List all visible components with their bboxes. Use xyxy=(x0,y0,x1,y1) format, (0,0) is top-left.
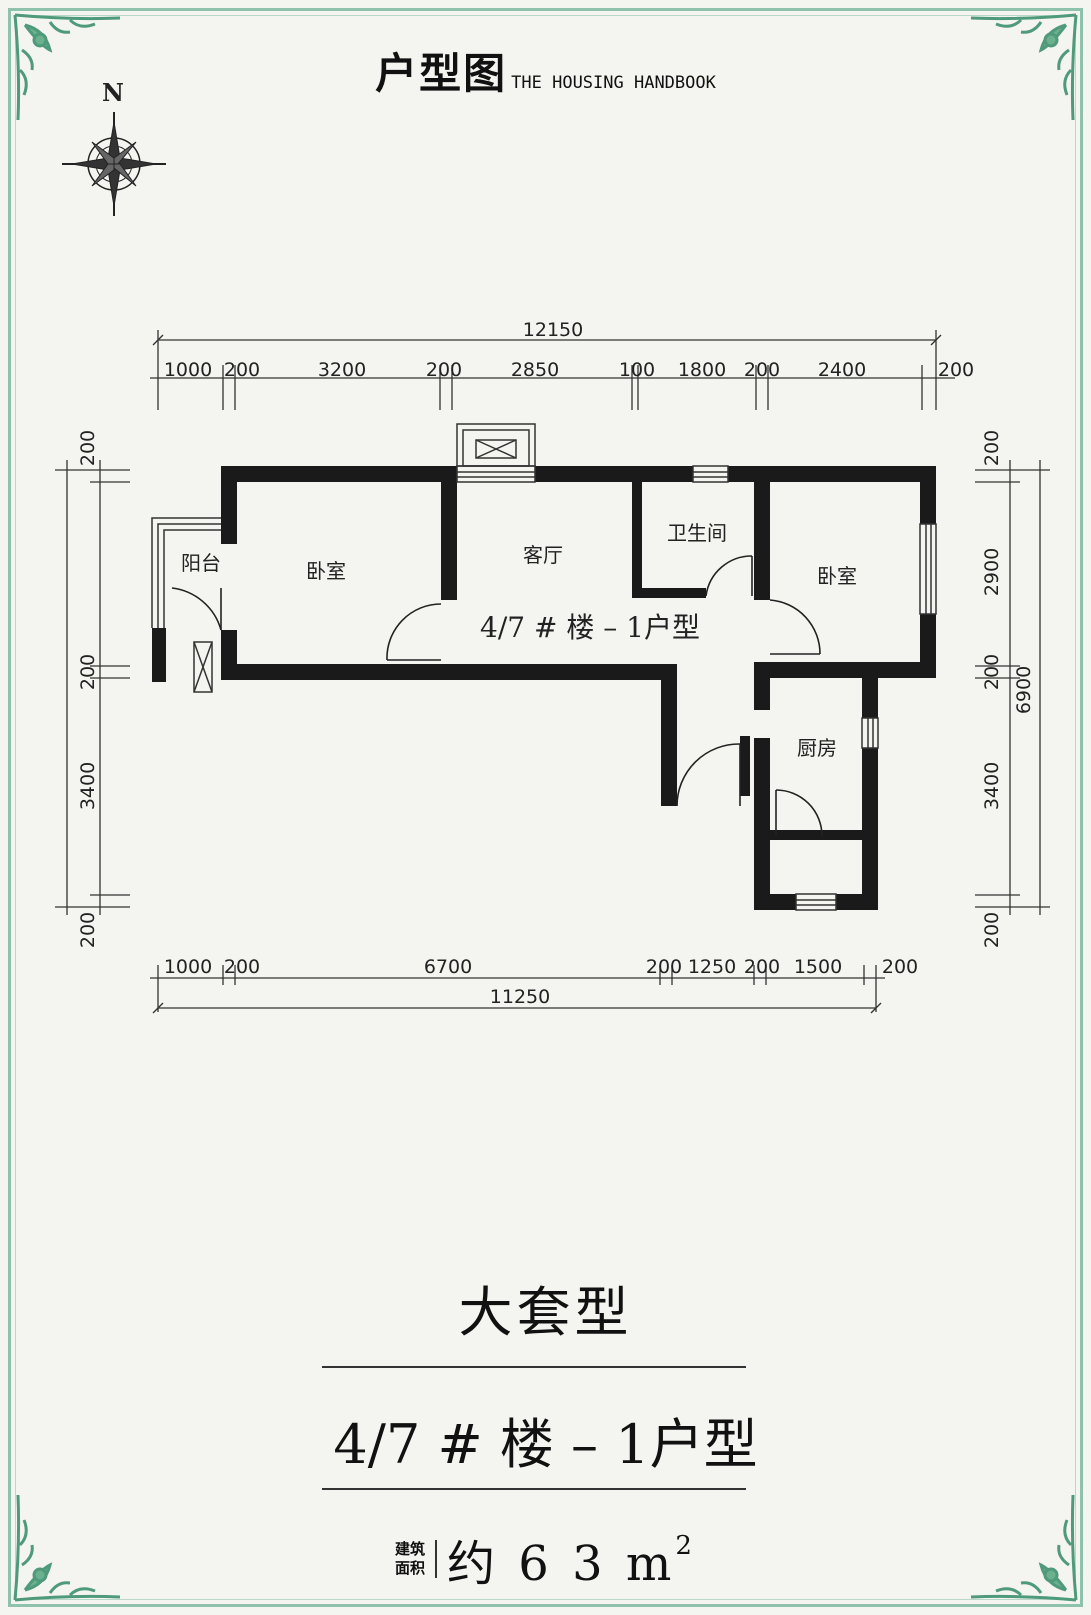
dim-bottom-total: 11250 xyxy=(490,986,550,1008)
divider-bottom xyxy=(322,1488,746,1490)
room-label-bedroom-left: 卧室 xyxy=(306,559,346,583)
area-number: 约 6 3 m xyxy=(447,1536,676,1592)
svg-text:1800: 1800 xyxy=(678,359,726,381)
walls xyxy=(152,466,936,910)
svg-text:200: 200 xyxy=(938,359,974,381)
corner-ornament-top-right xyxy=(970,13,1078,121)
compass-north-label: N xyxy=(102,78,124,107)
svg-text:1250: 1250 xyxy=(688,956,736,978)
corner-ornament-top-left xyxy=(13,13,121,121)
svg-text:3200: 3200 xyxy=(318,359,366,381)
room-label-living-room: 客厅 xyxy=(523,543,563,567)
svg-text:2900: 2900 xyxy=(981,548,1003,596)
corner-ornament-bottom-left xyxy=(13,1494,121,1602)
page-header: 户型图 THE HOUSING HANDBOOK xyxy=(0,40,1091,101)
dim-top-segments: 1000 200 3200 200 2850 100 1800 200 2400… xyxy=(164,359,974,381)
corner-ornament-bottom-right xyxy=(970,1494,1078,1602)
inner-frame xyxy=(15,15,1076,1600)
unit-subtitle: 4/7 # 楼 – 1户型 xyxy=(333,1413,758,1476)
svg-text:200: 200 xyxy=(77,430,99,466)
unit-type-title: 大套型 xyxy=(458,1281,633,1344)
divider-top xyxy=(322,1366,746,1368)
svg-text:200: 200 xyxy=(224,956,260,978)
svg-text:6700: 6700 xyxy=(424,956,472,978)
svg-text:3400: 3400 xyxy=(981,762,1003,810)
dim-right-total: 6900 xyxy=(1013,666,1035,714)
compass-rose-icon xyxy=(62,112,166,216)
svg-text:2850: 2850 xyxy=(511,359,559,381)
svg-text:2400: 2400 xyxy=(818,359,866,381)
svg-text:200: 200 xyxy=(981,654,1003,690)
windows xyxy=(151,423,937,911)
svg-text:200: 200 xyxy=(882,956,918,978)
svg-text:200: 200 xyxy=(646,956,682,978)
svg-text:200: 200 xyxy=(981,912,1003,948)
area-label-line2: 面积 xyxy=(395,1559,426,1577)
room-label-balcony: 阳台 xyxy=(181,551,221,575)
dimension-lines xyxy=(55,330,1050,1014)
room-label-bathroom: 卫生间 xyxy=(667,521,727,545)
dim-bottom-segments: 1000 200 6700 200 1250 200 1500 200 xyxy=(164,956,918,978)
svg-text:1000: 1000 xyxy=(164,956,212,978)
area-label: 建筑 面积 xyxy=(395,1540,438,1578)
svg-text:1000: 1000 xyxy=(164,359,212,381)
svg-text:1500: 1500 xyxy=(794,956,842,978)
room-label-kitchen: 厨房 xyxy=(797,736,837,760)
dim-top-total: 12150 xyxy=(523,319,583,341)
plan-unit-label: 4/7 # 楼 – 1户型 xyxy=(480,611,700,644)
svg-text:200: 200 xyxy=(981,430,1003,466)
dim-left-segments: 200 200 3400 200 xyxy=(77,430,99,948)
header-title-zh: 户型图 xyxy=(375,49,508,98)
svg-text:200: 200 xyxy=(77,912,99,948)
area-unit-sup: 2 xyxy=(675,1531,696,1561)
area-value: 约 6 3 m2 xyxy=(447,1524,696,1594)
floor-plan-drawing: 12150 1000 200 3200 200 2850 100 1800 20… xyxy=(55,319,1050,1014)
dim-right-segments: 200 2900 200 3400 200 xyxy=(981,430,1003,948)
top-segment-ticks xyxy=(222,365,923,410)
svg-text:200: 200 xyxy=(744,956,780,978)
svg-text:3400: 3400 xyxy=(77,762,99,810)
area-row: 建筑 面积 约 6 3 m2 xyxy=(0,1524,1091,1594)
outer-frame xyxy=(8,8,1083,1607)
svg-text:200: 200 xyxy=(224,359,260,381)
svg-text:200: 200 xyxy=(426,359,462,381)
svg-text:100: 100 xyxy=(619,359,655,381)
area-label-line1: 建筑 xyxy=(395,1540,426,1558)
room-label-bedroom-right: 卧室 xyxy=(817,564,857,588)
svg-text:200: 200 xyxy=(77,654,99,690)
header-title-en: THE HOUSING HANDBOOK xyxy=(511,73,716,93)
svg-text:200: 200 xyxy=(744,359,780,381)
doors xyxy=(171,555,823,837)
